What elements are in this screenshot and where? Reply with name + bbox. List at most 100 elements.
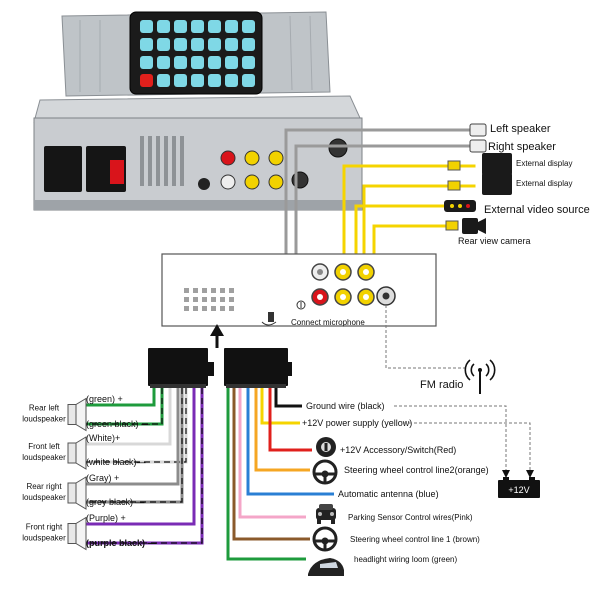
power-wire-label: Parking Sensor Control wires(Pink) [348,513,473,522]
steering-wheel-icon [312,459,338,485]
connector-pin [229,297,234,302]
connector-pin [229,288,234,293]
right-speaker-label: Right speaker [488,141,556,153]
connector-pin [202,306,207,311]
speaker-wire-negative-stripe [84,388,183,503]
speaker-wire-positive [84,388,172,446]
battery-label: +12V [508,485,529,495]
speaker-wire-positive [84,388,196,526]
remote-button [157,20,170,33]
remote-button [225,56,238,69]
antenna-signal-icon [464,359,496,394]
remote-button [191,74,204,87]
arrow-up-icon [210,324,224,348]
remote-button [157,74,170,87]
power-wire [274,388,302,408]
speaker-name-line2: loudspeaker [22,453,66,462]
external-display-label-1: External display [516,159,572,168]
power-wire [226,388,306,561]
connector-pin [193,288,198,293]
remote-button [140,74,153,87]
speaker-icon [67,436,87,470]
external-display-icon [447,153,512,195]
speaker-harness-connector [148,348,214,388]
remote-button [242,20,255,33]
remote-control-icon [129,11,263,95]
power-wire-label: Ground wire (black) [306,401,385,411]
remote-button [191,20,204,33]
remote-button [174,56,187,69]
connector-pin [220,297,225,302]
remote-button [157,56,170,69]
connector-pin [229,306,234,311]
speaker-name-line2: loudspeaker [22,493,66,502]
connector-pin [220,306,225,311]
remote-button [242,56,255,69]
connector-pin [211,297,216,302]
connector-pin [202,288,207,293]
speaker-name-line1: Rear left [29,404,60,413]
remote-button [208,20,221,33]
connector-pin [193,297,198,302]
left-speaker-label: Left speaker [490,123,551,135]
fm-radio-label: FM radio [420,379,463,391]
speaker-positive-label: (White)+ [86,433,120,443]
remote-button [208,38,221,51]
steering-wheel-icon [312,526,338,552]
connector-pin [220,288,225,293]
remote-button [157,38,170,51]
speaker-wire-positive [84,388,156,407]
speaker-wire-negative-stripe [84,388,187,463]
power-wire [268,388,312,452]
remote-button [225,20,238,33]
speaker-negative-label: (white black)— [86,457,146,467]
battery-icon [498,477,540,498]
power-wire [232,388,310,541]
power-wire-label: +12V Accessory/Switch(Red) [340,445,456,455]
speaker-positive-label: (Purple) + [86,513,126,523]
speaker-wire-positive [84,388,180,486]
speaker-icon [469,123,487,153]
connector-pin [211,288,216,293]
head-unit-icon [33,11,363,211]
speaker-positive-label: (Gray) + [86,473,119,483]
power-wire [246,388,334,496]
speaker-icon [67,516,87,551]
remote-button [140,20,153,33]
connector-pin [184,297,189,302]
connector-pin [202,297,207,302]
power-wire-label: +12V power supply (yellow) [302,418,412,428]
power-wire [260,388,300,425]
car-rear-icon [316,504,336,524]
speaker-negative-label: (grey black) — [86,497,145,507]
speaker-name-line2: loudspeaker [22,534,66,543]
remote-button [174,38,187,51]
remote-button [174,74,187,87]
speaker-name-line1: Rear right [26,482,62,491]
power-wire-label: Steering wheel control line2(orange) [344,465,489,475]
video-source-icon [444,200,476,212]
camera-icon [445,218,486,234]
remote-button [174,20,187,33]
rear-view-camera-label: Rear view camera [458,236,531,246]
rear-panel-schematic [161,253,437,327]
power-wire [238,388,306,519]
remote-button [242,38,255,51]
external-video-source-label: External video source [484,204,590,216]
remote-button [140,38,153,51]
remote-button [191,56,204,69]
power-wire-label: Steering wheel control line 1 (brown) [350,535,480,544]
external-display-label-2: External display [516,179,572,188]
speaker-icon [67,397,87,432]
power-wire [254,388,310,472]
connector-pin [211,306,216,311]
remote-button [225,74,238,87]
power-harness-connector [224,348,292,388]
speaker-negative-label: (purple black) — [86,538,157,548]
speaker-name-line1: Front left [28,442,60,451]
connector-pin [184,288,189,293]
speaker-wire-negative-stripe [84,388,163,425]
remote-button [140,56,153,69]
